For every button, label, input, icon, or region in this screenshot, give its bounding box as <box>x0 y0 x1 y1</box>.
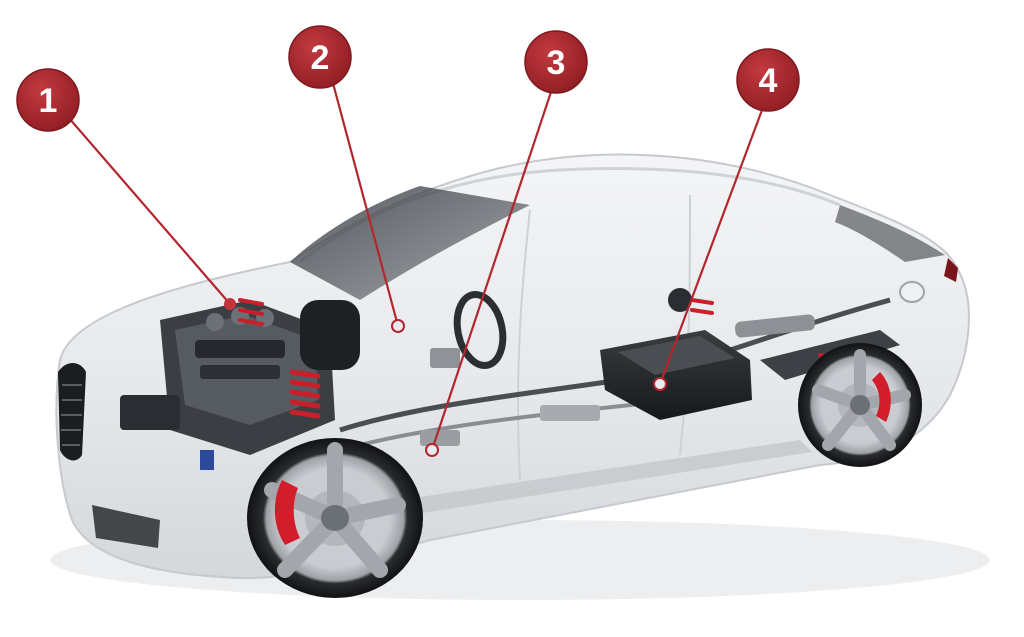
leader-line-1 <box>61 109 231 305</box>
front-wheel <box>247 438 423 598</box>
tail-light <box>944 258 958 282</box>
callout-4[interactable]: 4 <box>653 48 800 391</box>
front-grille <box>58 363 86 461</box>
steering-wheel <box>453 290 507 370</box>
callout-marker-2 <box>288 25 352 89</box>
callout-number-1: 1 <box>39 82 58 120</box>
callout-dot-3 <box>425 443 439 457</box>
callout-3[interactable]: 3 <box>425 30 588 457</box>
leader-line-2 <box>328 71 400 327</box>
callout-number-2: 2 <box>311 39 330 77</box>
charge-port <box>899 281 925 303</box>
callout-2[interactable]: 2 <box>288 25 405 333</box>
callout-marker-4 <box>736 48 800 112</box>
callout-number-4: 4 <box>759 62 778 100</box>
callout-number-3: 3 <box>547 44 566 82</box>
callout-dot-2 <box>391 319 405 333</box>
leader-line-4 <box>658 109 764 385</box>
rear-brake-caliper <box>872 372 891 422</box>
callout-marker-1 <box>16 68 80 132</box>
rear-wheel <box>798 343 922 467</box>
front-brake-caliper <box>274 480 300 545</box>
callout-dot-4 <box>653 377 667 391</box>
windshield <box>290 186 530 300</box>
callout-layer: 1 2 3 4 <box>16 25 800 457</box>
engine-assembly <box>120 300 360 470</box>
battery-pack <box>600 330 752 420</box>
chassis-components <box>120 288 900 470</box>
callout-dot-1 <box>224 298 236 310</box>
front-spring <box>238 298 321 419</box>
leader-line-3 <box>430 91 553 451</box>
callout-1[interactable]: 1 <box>16 68 236 310</box>
callout-marker-3 <box>524 30 588 94</box>
